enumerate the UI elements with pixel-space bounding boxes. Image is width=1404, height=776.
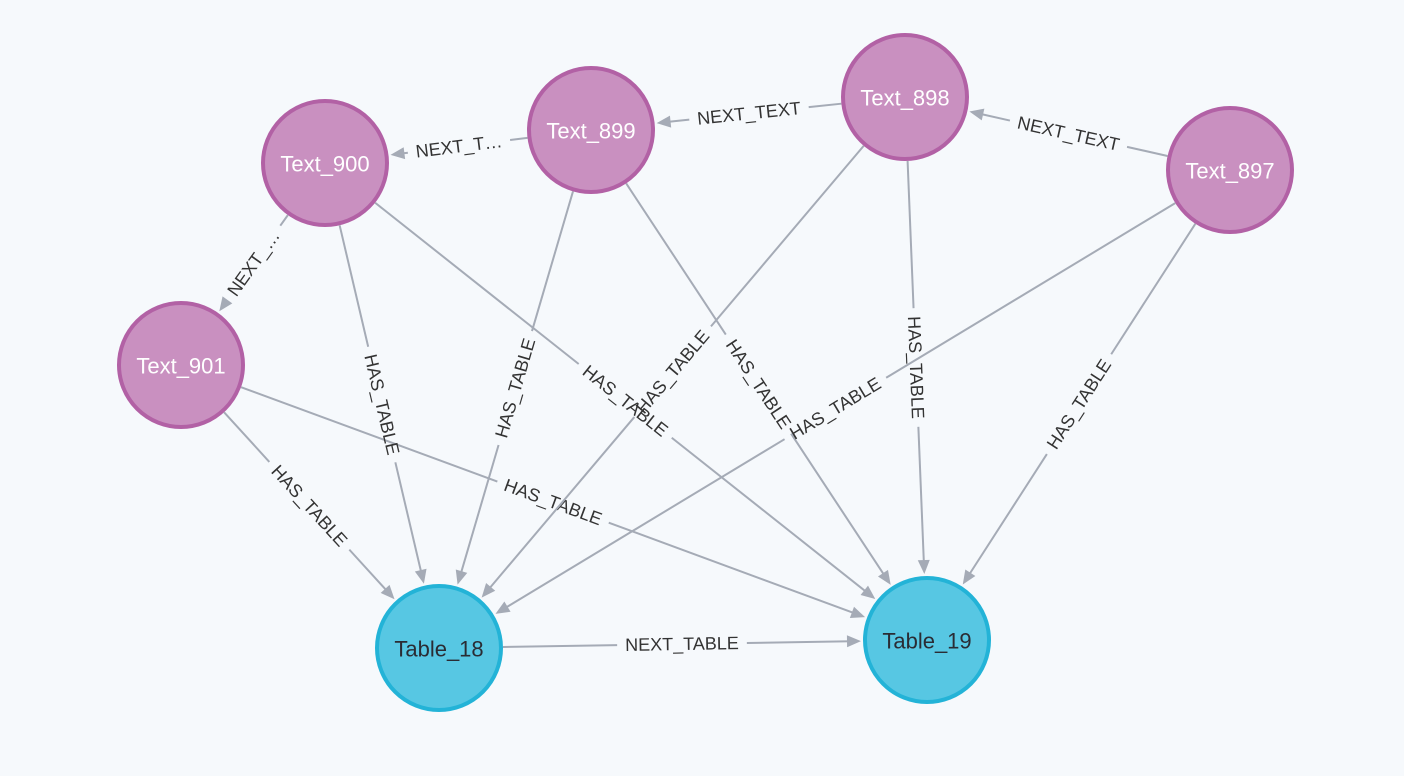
relationship-text-900-table-18[interactable]: HAS_TABLE: [338, 225, 427, 584]
relationship-line[interactable]: [608, 521, 857, 615]
relationship-line[interactable]: [625, 182, 727, 336]
relationship-line[interactable]: [1110, 223, 1197, 355]
table-node-circle[interactable]: [375, 584, 503, 712]
relationship-line[interactable]: [503, 438, 786, 610]
arrowhead-icon: [846, 635, 862, 648]
relationship-line[interactable]: [746, 640, 852, 644]
relationship-line[interactable]: [374, 201, 580, 365]
node-label: Table_18: [394, 637, 483, 662]
relationship-line[interactable]: [348, 548, 389, 593]
nodes-layer: Text_897 Text_898Text_899Text_900Text_901…: [117, 33, 1294, 712]
relationship-line[interactable]: [671, 436, 869, 594]
relationship-line[interactable]: [967, 453, 1048, 577]
relationship-line[interactable]: [885, 202, 1176, 379]
relationship-text-899-text-900[interactable]: NEXT_T…: [390, 131, 528, 163]
arrowhead-icon: [390, 147, 406, 160]
relationship-line[interactable]: [531, 191, 574, 332]
text-node-circle[interactable]: [261, 99, 389, 227]
relationship-line[interactable]: [223, 411, 271, 463]
relationship-label: HAS_TABLE: [359, 352, 403, 457]
relationship-label: NEXT_TABLE: [625, 633, 739, 656]
relationship-label: HAS_TABLE: [1043, 356, 1116, 454]
text-node-circle[interactable]: [117, 301, 245, 429]
node-label: Table_19: [882, 629, 971, 654]
relationship-line[interactable]: [917, 426, 925, 565]
relationship-table-18-table-19[interactable]: NEXT_TABLE: [502, 633, 862, 656]
relationship-line[interactable]: [502, 644, 618, 648]
relationship-text-897-table-19[interactable]: HAS_TABLE: [962, 223, 1197, 585]
arrowhead-icon: [495, 601, 511, 614]
text-node-circle[interactable]: [841, 33, 969, 161]
relationship-line[interactable]: [1126, 145, 1168, 157]
relationship-line[interactable]: [487, 416, 636, 591]
node-text-899[interactable]: Text_899: [527, 66, 655, 194]
relationship-line[interactable]: [978, 112, 1011, 122]
text-node-circle[interactable]: [1166, 106, 1294, 234]
relationship-text-901-table-18[interactable]: HAS_TABLE: [223, 411, 395, 600]
relationship-line[interactable]: [394, 462, 423, 575]
relationship-line[interactable]: [338, 225, 370, 347]
relationship-label: NEXT_…: [223, 226, 284, 300]
node-table-19[interactable]: Table_19: [863, 576, 991, 704]
arrowhead-icon: [414, 568, 427, 584]
node-text-898[interactable]: Text_898: [841, 33, 969, 161]
node-table-18[interactable]: Table_18: [375, 584, 503, 712]
text-node-circle[interactable]: [527, 66, 655, 194]
node-label: Text_899: [546, 119, 635, 144]
relationship-line[interactable]: [509, 136, 528, 142]
relationship-text-898-table-19[interactable]: HAS_TABLE: [903, 160, 930, 575]
relationship-label: HAS_TABLE: [786, 373, 885, 444]
relationship-text-900-table-19[interactable]: HAS_TABLE: [374, 201, 876, 600]
node-label: Text_898: [860, 86, 949, 111]
relationship-label: HAS_TABLE: [632, 326, 714, 418]
relationship-label: HAS_TABLE: [903, 316, 928, 419]
arrowhead-icon: [917, 559, 930, 575]
arrowhead-icon: [849, 606, 866, 618]
relationship-label: HAS_TABLE: [501, 475, 605, 530]
relationship-line[interactable]: [710, 145, 865, 328]
node-label: Text_897: [1185, 159, 1274, 184]
arrowhead-icon: [860, 585, 876, 600]
arrowhead-icon: [877, 569, 891, 585]
arrowhead-icon: [219, 296, 233, 312]
relationship-label: HAS_TABLE: [721, 336, 795, 433]
node-text-901[interactable]: Text_901: [117, 301, 245, 429]
relationship-line[interactable]: [790, 433, 887, 578]
relationship-line[interactable]: [240, 386, 498, 483]
relationship-text-897-text-898[interactable]: NEXT_TEXT: [969, 108, 1168, 157]
relationship-line[interactable]: [808, 102, 842, 109]
arrowhead-icon: [656, 115, 672, 128]
arrowhead-icon: [962, 569, 976, 585]
arrowhead-icon: [455, 569, 468, 585]
relationship-label: NEXT_T…: [415, 131, 504, 163]
node-text-900[interactable]: Text_900: [261, 99, 389, 227]
node-label: Text_901: [136, 354, 225, 379]
relationship-line[interactable]: [459, 444, 500, 576]
relationship-text-899-table-18[interactable]: HAS_TABLE: [455, 191, 574, 585]
relationship-label: HAS_TABLE: [267, 461, 352, 551]
arrowhead-icon: [481, 583, 496, 598]
arrowhead-icon: [380, 584, 395, 600]
relationship-label: NEXT_TEXT: [1015, 113, 1121, 156]
relationship-label: HAS_TABLE: [491, 336, 540, 440]
table-node-circle[interactable]: [863, 576, 991, 704]
node-text-897[interactable]: Text_897: [1166, 106, 1294, 234]
relationship-line[interactable]: [906, 160, 915, 309]
relationship-text-898-table-18[interactable]: HAS_TABLE: [481, 145, 865, 598]
arrowhead-icon: [969, 108, 985, 121]
relationship-text-900-text-901[interactable]: NEXT_…: [219, 214, 289, 312]
node-label: Text_900: [280, 152, 369, 177]
relationship-label: NEXT_TEXT: [696, 98, 802, 130]
relationship-line[interactable]: [279, 214, 289, 227]
relationship-text-898-text-899[interactable]: NEXT_TEXT: [656, 98, 842, 130]
